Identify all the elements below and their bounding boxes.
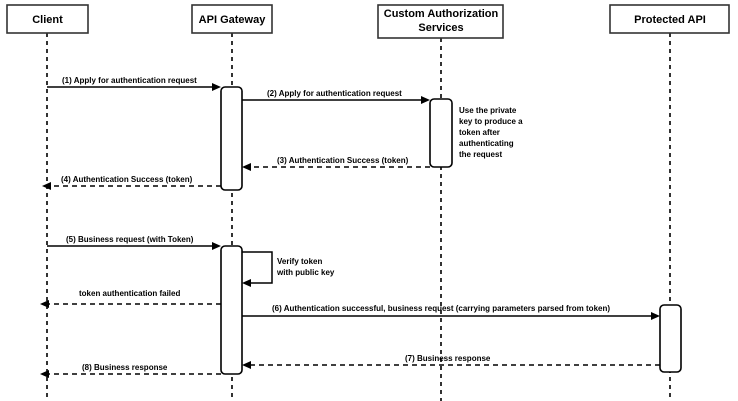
message-4[interactable]: (4) Authentication Success (token) — [42, 175, 221, 190]
message-3[interactable]: (3) Authentication Success (token) — [242, 156, 430, 171]
participant-label-client: Client — [32, 14, 63, 26]
participant-box-api-gateway[interactable] — [191, 4, 273, 34]
message-6-arrowhead — [651, 312, 660, 320]
message-token-authentication-failed-arrowhead — [40, 300, 49, 308]
message-4-arrowhead — [42, 182, 51, 190]
message-self-verify-token-label-line2: with public key — [276, 268, 335, 277]
message-token-authentication-failed[interactable]: token authentication failed — [40, 289, 221, 308]
participant-box-client[interactable] — [6, 4, 89, 34]
message-2-label: (2) Apply for authentication request — [267, 89, 402, 98]
message-6[interactable]: (6) Authentication successful, business … — [242, 304, 660, 320]
participant-api-gateway[interactable]: API Gateway — [191, 4, 273, 34]
participant-box-custom-authorization-services[interactable] — [377, 4, 504, 39]
note-private-key-line-4: authenticating — [459, 139, 514, 148]
message-self-verify-token-path — [242, 251, 273, 284]
activation-bar-gateway-business[interactable] — [220, 245, 243, 375]
message-6-label: (6) Authentication successful, business … — [272, 304, 610, 313]
participant-label-custom-authorization-services-line1: Custom Authorization — [384, 8, 499, 20]
message-7-label: (7) Business response — [405, 354, 491, 363]
note-private-key-line-1: Use the private — [459, 106, 517, 115]
message-5-arrowhead — [212, 242, 221, 250]
note-private-key-line-3: token after — [459, 128, 500, 137]
participant-label-custom-authorization-services-line2: Services — [418, 22, 463, 34]
message-self-verify-token[interactable]: Verify token with public key — [242, 251, 335, 287]
message-8[interactable]: (8) Business response — [40, 363, 221, 378]
message-self-verify-token-arrowhead — [242, 279, 251, 287]
message-7-arrowhead — [242, 361, 251, 369]
message-5-label: (5) Business request (with Token) — [66, 235, 194, 244]
message-1-arrowhead — [212, 83, 221, 91]
message-2-arrowhead — [421, 96, 430, 104]
message-7[interactable]: (7) Business response — [242, 354, 660, 369]
message-3-label: (3) Authentication Success (token) — [277, 156, 409, 165]
activation-bar-authservice[interactable] — [429, 98, 453, 168]
activation-bars-group — [220, 86, 682, 375]
participant-client[interactable]: Client — [6, 4, 89, 34]
participant-headers-group: Client API Gateway Custom Authorization … — [6, 4, 730, 39]
message-5[interactable]: (5) Business request (with Token) — [47, 235, 221, 250]
participant-box-protected-api[interactable] — [609, 4, 730, 34]
message-8-arrowhead — [40, 370, 49, 378]
message-self-verify-token-label-line1: Verify token — [277, 257, 322, 266]
message-1-label: (1) Apply for authentication request — [62, 76, 197, 85]
note-private-key: Use the private key to produce a token a… — [459, 106, 523, 159]
note-private-key-line-5: the request — [459, 150, 502, 159]
participant-protected-api[interactable]: Protected API — [609, 4, 730, 34]
activation-bar-protected-api[interactable] — [659, 304, 682, 373]
message-1[interactable]: (1) Apply for authentication request — [47, 76, 221, 91]
participant-label-api-gateway: API Gateway — [199, 14, 267, 26]
message-3-arrowhead — [242, 163, 251, 171]
message-2[interactable]: (2) Apply for authentication request — [242, 89, 430, 104]
participant-label-protected-api: Protected API — [634, 14, 706, 26]
message-token-authentication-failed-label: token authentication failed — [79, 289, 180, 298]
participant-custom-authorization-services[interactable]: Custom Authorization Services — [377, 4, 504, 39]
message-8-label: (8) Business response — [82, 363, 168, 372]
activation-bar-gateway-auth[interactable] — [220, 86, 243, 191]
message-4-label: (4) Authentication Success (token) — [61, 175, 193, 184]
note-private-key-line-2: key to produce a — [459, 117, 523, 126]
